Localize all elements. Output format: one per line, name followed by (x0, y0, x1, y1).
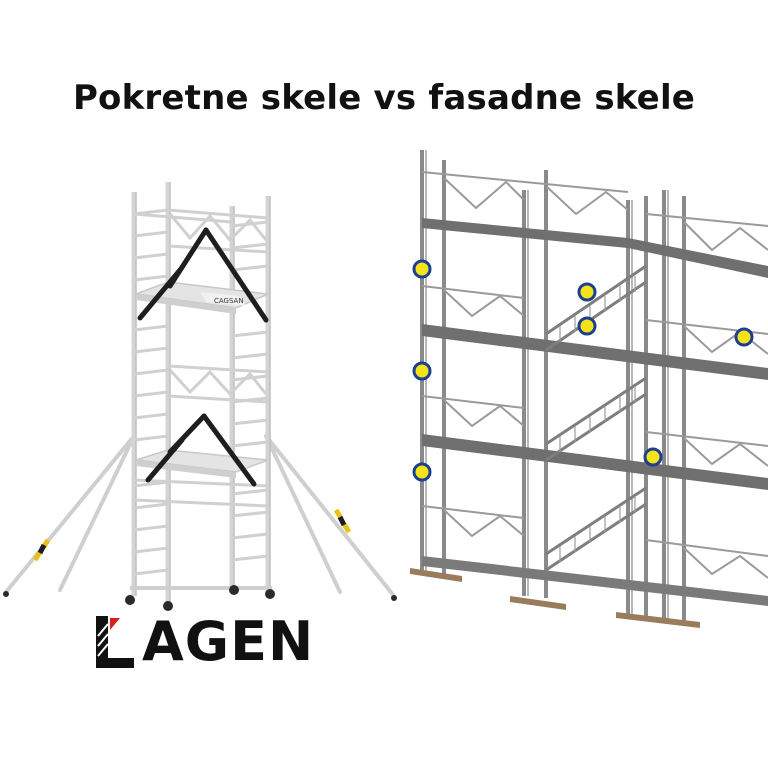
yellow-marker-icon[interactable] (577, 316, 597, 336)
outrigger-stripes (32, 508, 352, 562)
wheel-icon (163, 601, 173, 611)
yellow-marker-icon[interactable] (577, 282, 597, 302)
facade-base-plates (410, 568, 700, 628)
outrigger-right (264, 434, 396, 598)
mobile-base (3, 585, 397, 611)
facade-deck-level-2 (422, 324, 768, 380)
lagen-logo-mark-icon (96, 616, 134, 668)
mobile-guardrails (133, 208, 269, 508)
mobile-rungs-right (231, 220, 269, 562)
facade-scaffold (410, 150, 768, 628)
mobile-rungs-left (133, 208, 169, 576)
facade-deck-level-1 (422, 218, 768, 278)
facade-stairs (545, 264, 647, 572)
wheel-icon (229, 585, 239, 595)
facade-posts (420, 150, 686, 626)
facade-markers (412, 259, 754, 482)
mobile-braces (137, 227, 269, 487)
yellow-marker-icon[interactable] (412, 462, 432, 482)
facade-deck-level-4 (422, 556, 768, 606)
mobile-platform-upper: CAGSAN (135, 281, 271, 314)
outrigger-left (4, 434, 136, 594)
wheel-icon (125, 595, 135, 605)
wheel-icon (265, 589, 275, 599)
page-title: Pokretne skele vs fasadne skele (72, 78, 696, 118)
facade-deck-level-3 (422, 434, 768, 490)
yellow-marker-icon[interactable] (412, 361, 432, 381)
lagen-logo: AGEN (96, 612, 336, 672)
logo-text: AGEN (142, 610, 315, 673)
facade-guardrails (421, 171, 768, 579)
yellow-marker-icon[interactable] (643, 447, 663, 467)
platform-brand-label: CAGSAN (214, 297, 244, 305)
yellow-marker-icon[interactable] (734, 327, 754, 347)
yellow-marker-icon[interactable] (412, 259, 432, 279)
mobile-scaffold: CAGSAN (3, 182, 397, 611)
